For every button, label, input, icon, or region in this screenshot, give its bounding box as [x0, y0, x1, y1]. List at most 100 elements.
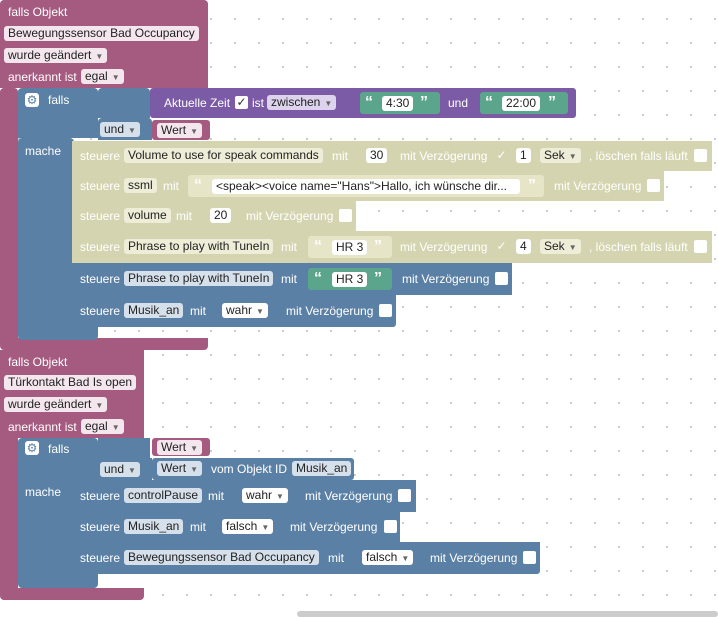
change-dropdown[interactable]: wurde geändert▼	[4, 48, 108, 63]
time-to[interactable]: 22:00	[502, 96, 541, 111]
mit-label: mit	[281, 240, 297, 254]
delay-checkbox[interactable]	[379, 304, 392, 317]
value-field[interactable]: 20	[210, 208, 232, 223]
delay-checkbox[interactable]	[495, 272, 508, 285]
unit-dropdown[interactable]: Sek▼	[540, 239, 581, 254]
delay-label: mit Verzögerung	[430, 551, 518, 565]
wert-dropdown[interactable]: Wert▼	[157, 440, 203, 455]
mache-label: mache	[25, 485, 62, 499]
clear-label: , löschen falls läuft	[589, 149, 688, 163]
object-field[interactable]: Türkontakt Bad Is open	[4, 375, 137, 390]
set-row-6[interactable]: steuere Musik_an mit wahr▼ mit Verzögeru…	[72, 295, 396, 327]
target-field[interactable]: Musik_an	[124, 519, 184, 534]
ack-dropdown[interactable]: egal▼	[81, 419, 124, 434]
target-field[interactable]: Phrase to play with TuneIn	[124, 271, 274, 286]
steuere-label: steuere	[80, 304, 121, 318]
und-dropdown[interactable]: und▼	[100, 462, 140, 477]
value-dropdown[interactable]: wahr▼	[242, 488, 288, 503]
delay-label: mit Verzögerung	[290, 520, 378, 534]
set-row-8[interactable]: steuere Musik_an mit falsch▼ mit Verzöge…	[72, 511, 400, 543]
unit-dropdown[interactable]: Sek▼	[540, 148, 581, 163]
ssml-value[interactable]: <speak><voice name="Hans">Hallo, ich wün…	[212, 179, 520, 194]
steuere-label: steuere	[80, 240, 121, 254]
time-label: Aktuelle Zeit	[164, 96, 231, 110]
quote-icon: “	[314, 270, 322, 287]
change-dropdown[interactable]: wurde geändert▼	[4, 397, 108, 412]
falls-label: falls	[48, 93, 70, 107]
delay-checkbox[interactable]: ✓	[496, 239, 507, 253]
object-field[interactable]: Bewegungssensor Bad Occupancy	[4, 26, 199, 41]
delay-checkbox[interactable]	[523, 551, 536, 564]
mit-label: mit	[208, 489, 224, 503]
target-field[interactable]: Musik_an	[124, 303, 184, 318]
wert-object-block[interactable]: Wert▼ vom Objekt ID Musik_an	[152, 458, 354, 480]
delay-checkbox[interactable]	[339, 209, 352, 222]
value-dropdown[interactable]: falsch▼	[222, 519, 274, 534]
set-row-9[interactable]: steuere Bewegungssensor Bad Occupancy mi…	[72, 542, 540, 574]
set-row-7[interactable]: steuere controlPause mit wahr▼ mit Verzö…	[72, 480, 416, 512]
value-string[interactable]: “ HR 3 ”	[308, 236, 392, 258]
ack-dropdown[interactable]: egal▼	[81, 69, 124, 84]
quote-icon: ”	[420, 94, 428, 111]
set-row-2[interactable]: steuere ssml mit “ <speak><voice name="H…	[72, 171, 664, 201]
value-dropdown[interactable]: wahr▼	[222, 303, 268, 318]
set-row-4[interactable]: steuere Phrase to play with TuneIn mit “…	[72, 231, 712, 263]
operator-dropdown[interactable]: zwischen▼	[267, 95, 337, 110]
value-field[interactable]: HR 3	[332, 240, 368, 255]
time-from-block[interactable]: “ 4:30 ”	[360, 92, 440, 114]
target-field[interactable]: Phrase to play with TuneIn	[124, 239, 274, 254]
object-id-field[interactable]: Musik_an	[292, 461, 352, 476]
value-string[interactable]: “ HR 3 ”	[308, 268, 392, 290]
mit-label: mit	[176, 209, 192, 223]
steuere-label: steuere	[80, 209, 121, 223]
time-to-block[interactable]: “ 22:00 ”	[480, 92, 568, 114]
quote-icon: ”	[548, 94, 556, 111]
set-row-3[interactable]: steuere volume mit 20 mit Verzögerung	[72, 201, 356, 231]
clear-label: , löschen falls läuft	[589, 240, 688, 254]
delay-checkbox[interactable]	[384, 520, 397, 533]
mit-label: mit	[328, 551, 344, 565]
clear-checkbox[interactable]	[694, 240, 707, 253]
delay-checkbox[interactable]: ✓	[496, 148, 507, 162]
steuere-label: steuere	[80, 272, 121, 286]
horizontal-scrollbar[interactable]	[297, 611, 718, 617]
value-field[interactable]: HR 3	[332, 272, 368, 287]
time-checkbox[interactable]: ✓	[235, 95, 248, 109]
delay-label: mit Verzögerung	[402, 272, 490, 286]
quote-icon: “	[194, 177, 202, 194]
steuere-label: steuere	[80, 551, 121, 565]
block-header: falls Objekt	[8, 355, 68, 369]
delay-number[interactable]: 4	[516, 239, 531, 254]
delay-checkbox[interactable]	[647, 179, 660, 192]
target-field[interactable]: Volume to use for speak commands	[124, 148, 323, 163]
wert-block[interactable]: Wert▼	[152, 438, 210, 456]
quote-icon: ”	[374, 238, 382, 255]
delay-label: mit Verzögerung	[246, 209, 334, 223]
target-field[interactable]: Bewegungssensor Bad Occupancy	[124, 550, 319, 565]
ack-label: anerkannt ist	[8, 70, 77, 84]
delay-label: mit Verzögerung	[400, 240, 488, 254]
steuere-label: steuere	[80, 489, 121, 503]
quote-icon: ”	[528, 177, 536, 194]
target-field[interactable]: ssml	[124, 178, 157, 193]
und-dropdown[interactable]: und▼	[100, 122, 140, 137]
clear-checkbox[interactable]	[694, 149, 707, 162]
value-dropdown[interactable]: falsch▼	[362, 550, 414, 565]
wert-dropdown[interactable]: Wert▼	[157, 461, 203, 476]
wert-dropdown[interactable]: Wert▼	[157, 123, 203, 138]
time-from[interactable]: 4:30	[382, 96, 414, 111]
wert-block[interactable]: Wert▼	[152, 120, 210, 140]
ssml-string[interactable]: “ <speak><voice name="Hans">Hallo, ich w…	[188, 175, 544, 197]
value-field[interactable]: 30	[366, 148, 388, 163]
target-field[interactable]: controlPause	[124, 488, 203, 503]
ist-label: ist	[252, 96, 264, 110]
gear-icon[interactable]: ⚙	[25, 441, 39, 455]
set-row-1[interactable]: steuere Volume to use for speak commands…	[72, 141, 712, 171]
set-row-5[interactable]: steuere Phrase to play with TuneIn mit “…	[72, 263, 512, 295]
gear-icon[interactable]: ⚙	[25, 93, 39, 107]
delay-number[interactable]: 1	[516, 148, 531, 163]
mit-label: mit	[190, 304, 206, 318]
delay-checkbox[interactable]	[398, 489, 411, 502]
target-field[interactable]: volume	[124, 208, 171, 223]
quote-icon: “	[485, 94, 493, 111]
